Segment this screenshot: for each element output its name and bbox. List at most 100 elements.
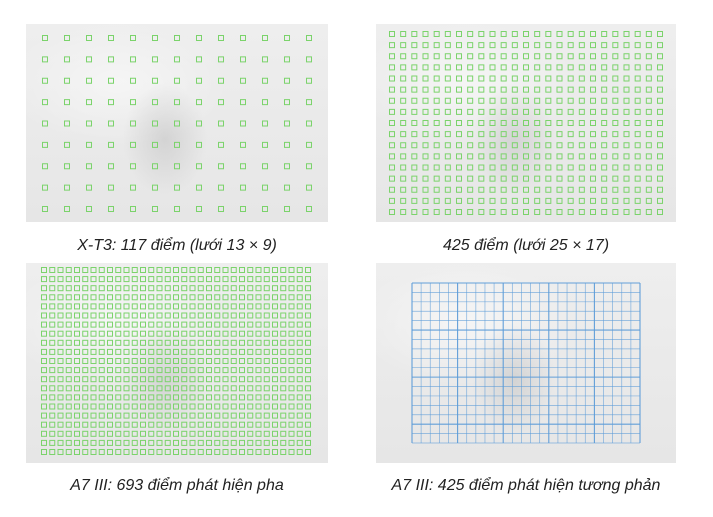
af-point bbox=[263, 403, 270, 410]
af-point bbox=[534, 108, 541, 115]
af-point bbox=[456, 108, 462, 115]
af-point bbox=[400, 175, 407, 182]
af-point bbox=[545, 86, 552, 93]
af-point bbox=[288, 312, 295, 319]
af-point bbox=[181, 267, 188, 273]
af-point bbox=[657, 97, 663, 104]
af-point bbox=[444, 53, 451, 60]
af-point bbox=[65, 412, 72, 419]
af-point bbox=[500, 64, 507, 71]
af-point bbox=[230, 449, 237, 455]
af-points-panel-xt3 bbox=[26, 24, 328, 222]
af-point bbox=[74, 358, 80, 364]
af-point bbox=[49, 358, 56, 364]
af-point bbox=[263, 394, 270, 401]
af-point bbox=[206, 276, 212, 283]
af-point bbox=[545, 53, 552, 60]
af-point bbox=[556, 120, 563, 126]
af-point bbox=[140, 403, 146, 410]
af-point bbox=[65, 449, 72, 455]
af-point bbox=[41, 412, 47, 419]
af-point bbox=[511, 97, 518, 104]
af-point bbox=[500, 120, 507, 126]
af-point bbox=[131, 385, 138, 392]
af-point bbox=[131, 294, 138, 301]
af-point bbox=[634, 64, 641, 71]
af-point bbox=[590, 75, 596, 82]
af-point bbox=[389, 209, 395, 215]
af-point bbox=[189, 321, 196, 328]
af-point bbox=[90, 267, 97, 273]
af-point bbox=[164, 376, 171, 383]
af-point bbox=[240, 206, 246, 212]
af-point bbox=[444, 31, 451, 37]
af-point bbox=[467, 153, 474, 160]
af-point bbox=[218, 184, 224, 191]
af-point bbox=[444, 142, 451, 149]
af-point bbox=[98, 358, 105, 364]
af-point bbox=[280, 412, 287, 419]
af-point bbox=[130, 120, 136, 127]
af-point bbox=[500, 142, 507, 149]
af-point bbox=[123, 403, 130, 410]
af-point bbox=[400, 53, 407, 60]
af-point bbox=[247, 330, 254, 337]
af-point bbox=[288, 339, 295, 346]
af-point bbox=[247, 439, 254, 446]
af-point bbox=[612, 209, 619, 215]
af-point bbox=[230, 330, 237, 337]
af-point bbox=[140, 358, 146, 364]
af-point bbox=[115, 276, 122, 283]
af-point bbox=[657, 120, 663, 126]
af-point bbox=[148, 430, 155, 437]
af-point bbox=[400, 31, 407, 37]
af-point bbox=[107, 367, 113, 374]
af-point bbox=[57, 412, 64, 419]
af-point bbox=[49, 312, 56, 319]
af-point bbox=[645, 64, 652, 71]
af-point bbox=[400, 97, 407, 104]
af-point bbox=[214, 294, 221, 301]
af-point bbox=[634, 131, 641, 138]
af-point bbox=[433, 108, 440, 115]
af-point bbox=[280, 294, 287, 301]
af-point bbox=[263, 449, 270, 455]
af-point bbox=[42, 206, 48, 212]
af-point bbox=[263, 276, 270, 283]
af-point bbox=[131, 321, 138, 328]
af-point bbox=[189, 294, 196, 301]
af-point bbox=[115, 358, 122, 364]
af-point bbox=[296, 367, 303, 374]
af-point bbox=[511, 75, 518, 82]
af-point bbox=[534, 86, 541, 93]
af-point bbox=[444, 197, 451, 204]
af-point bbox=[623, 97, 630, 104]
af-point bbox=[288, 321, 295, 328]
af-point bbox=[478, 75, 485, 82]
af-point bbox=[645, 75, 652, 82]
af-point bbox=[433, 197, 440, 204]
af-point bbox=[511, 120, 518, 126]
af-point bbox=[567, 31, 574, 37]
af-point bbox=[197, 376, 204, 383]
af-point bbox=[612, 186, 619, 193]
af-point bbox=[523, 86, 529, 93]
af-point bbox=[545, 164, 552, 171]
af-point bbox=[500, 86, 507, 93]
af-point bbox=[197, 267, 204, 273]
af-point bbox=[478, 131, 485, 138]
af-point bbox=[400, 64, 407, 71]
af-point bbox=[467, 97, 474, 104]
af-point bbox=[123, 376, 130, 383]
af-point bbox=[263, 348, 270, 355]
af-point bbox=[478, 120, 485, 126]
af-point bbox=[306, 120, 312, 127]
af-point bbox=[305, 439, 311, 446]
af-point bbox=[82, 439, 89, 446]
af-point bbox=[578, 97, 585, 104]
af-point bbox=[148, 421, 155, 428]
af-point bbox=[130, 56, 136, 63]
af-point bbox=[107, 294, 113, 301]
af-point bbox=[130, 141, 136, 148]
af-point bbox=[65, 376, 72, 383]
